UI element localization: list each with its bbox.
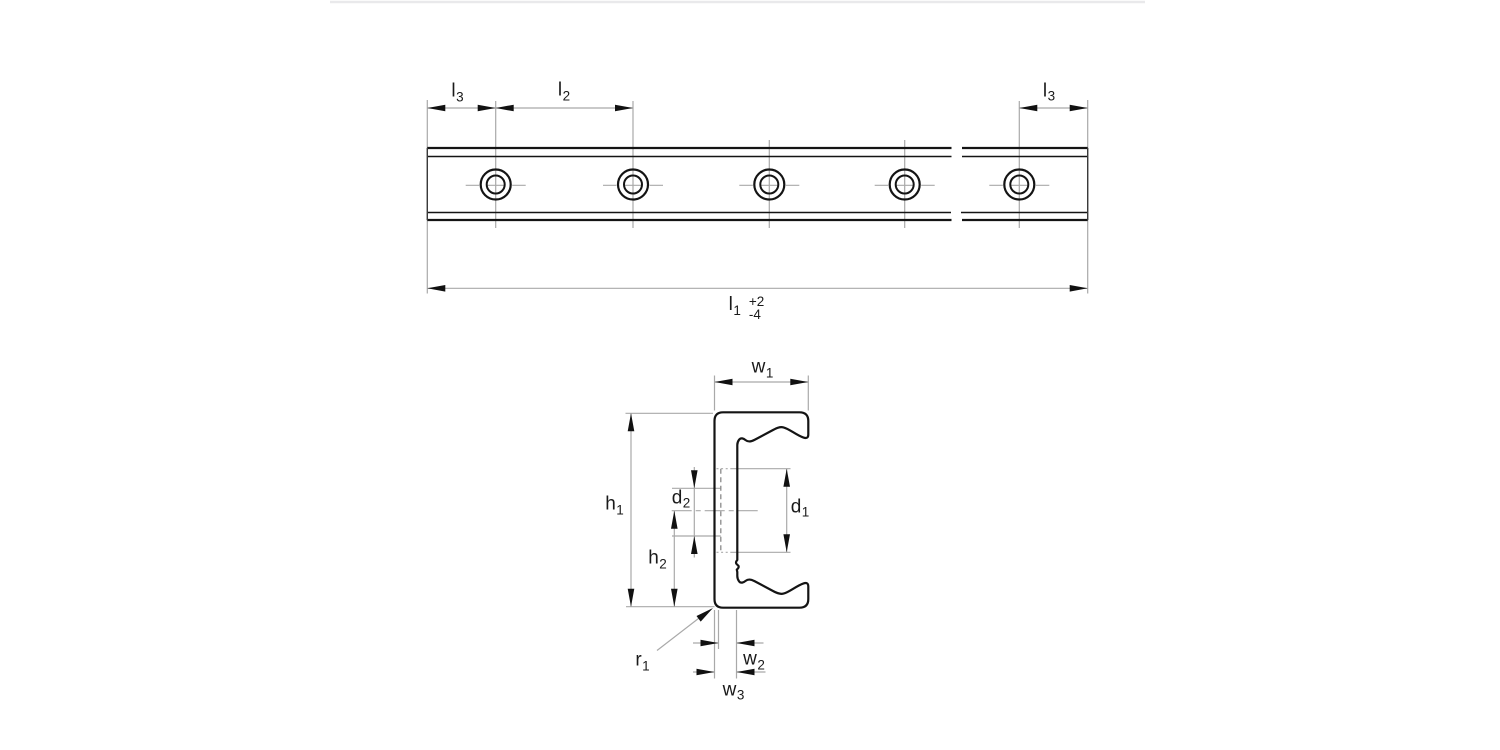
hole-counterbore-circle [616,168,650,201]
rail-outer-edges [427,146,1088,222]
w2-w3-extension-lines [713,610,738,679]
hole-counterbore-circle [1003,168,1036,201]
hole-bore-circle [894,174,915,195]
hole-bore-circle [623,174,643,195]
rail-end-extension-lines [426,100,1089,294]
mounting-hole [1003,168,1036,201]
profile-outline [713,411,810,609]
rail-side-view [426,100,1089,294]
top-view-arrowheads [427,104,1088,292]
hole-counterbore-circle [479,168,512,201]
w1-extension-lines [713,375,809,411]
hole-bore-circle [1009,174,1030,195]
hole-vertical-centerlines [495,101,1020,228]
r1-leader-line [656,614,704,651]
mounting-hole [616,168,650,201]
rail-cross-section [625,375,810,679]
mounting-holes [479,168,1036,201]
top-view-dimension-lines [427,107,1088,289]
rail-chamfer-edges [427,155,1088,214]
mounting-hole [479,168,512,201]
mounting-hole [888,168,921,201]
d2-extension-lines [672,487,721,537]
h1-extension-lines [625,412,715,608]
hole-bore-circle [759,174,780,195]
hole-bore-circle [485,174,506,195]
mounting-hole [753,168,786,201]
hole-counterbore-circle [888,168,921,201]
d1-extension-lines [732,468,791,553]
rail-end-edges [426,148,1089,220]
hole-counterbore-circle [753,168,786,201]
